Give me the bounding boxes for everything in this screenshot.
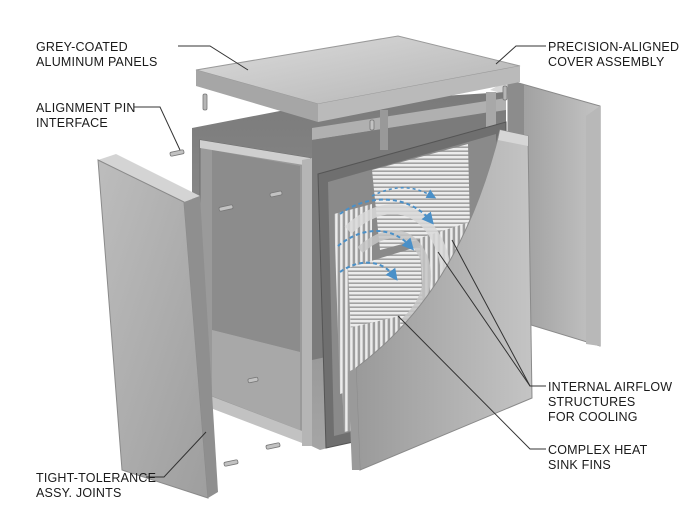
callout-line: INTERFACE (36, 116, 136, 131)
callout-line: ASSY. JOINTS (36, 486, 156, 501)
callout-line: SINK FINS (548, 458, 647, 473)
callout-line: ALIGNMENT PIN (36, 101, 136, 116)
callout-line: COVER ASSEMBLY (548, 55, 679, 70)
callout-line: TIGHT-TOLERANCE (36, 471, 156, 486)
callout-line: COMPLEX HEAT (548, 443, 647, 458)
callout-grey-coated-panels: GREY-COATED ALUMINUM PANELS (36, 40, 158, 70)
callout-line: ALUMINUM PANELS (36, 55, 158, 70)
callout-heat-sink-fins: COMPLEX HEAT SINK FINS (548, 443, 647, 473)
callout-line: STRUCTURES (548, 395, 672, 410)
callout-alignment-pin: ALIGNMENT PIN INTERFACE (36, 101, 136, 131)
callout-line: GREY-COATED (36, 40, 158, 55)
leader-alignment-pin (134, 107, 180, 150)
callout-internal-airflow: INTERNAL AIRFLOW STRUCTURES FOR COOLING (548, 380, 672, 425)
callout-line: FOR COOLING (548, 410, 672, 425)
leader-cover (496, 46, 546, 64)
callout-line: INTERNAL AIRFLOW (548, 380, 672, 395)
callout-line: PRECISION-ALIGNED (548, 40, 679, 55)
callout-assembly-joints: TIGHT-TOLERANCE ASSY. JOINTS (36, 471, 156, 501)
callout-cover-assembly: PRECISION-ALIGNED COVER ASSEMBLY (548, 40, 679, 70)
left-side-panel (98, 154, 218, 498)
